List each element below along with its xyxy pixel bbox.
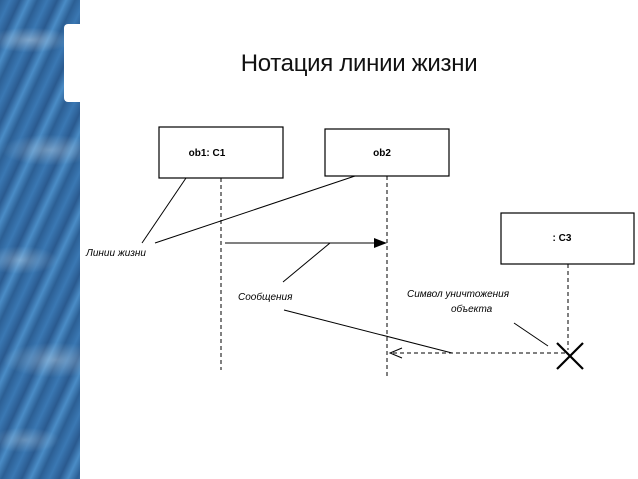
pointer-lifeline-1: [141, 177, 187, 244]
pointer-messages-2: [283, 309, 453, 354]
destruction-x-line2: [556, 342, 584, 370]
annotation-lifeline: Линии жизни: [85, 248, 146, 259]
object-label-ob2: ob2: [373, 148, 391, 159]
annotation-messages: Сообщения: [238, 291, 293, 303]
object-box-c3: [500, 212, 635, 265]
object-label-c3: : C3: [553, 233, 572, 244]
pointer-messages-1: [282, 242, 331, 283]
slide-title: Нотация линии жизни: [240, 50, 478, 77]
decorative-tab: [64, 24, 86, 102]
annotation-destruction-2: объекта: [451, 303, 493, 315]
pointer-destruction: [513, 322, 549, 347]
return-arrowhead: [388, 347, 403, 359]
annotation-destruction-1: Символ уничтожения: [407, 289, 510, 300]
object-box-ob2: [324, 128, 450, 177]
pointer-lifeline-2: [154, 175, 356, 244]
object-box-ob1: [158, 126, 284, 179]
object-label-ob1: ob1: C1: [189, 148, 226, 159]
message-arrowhead: [374, 238, 387, 248]
